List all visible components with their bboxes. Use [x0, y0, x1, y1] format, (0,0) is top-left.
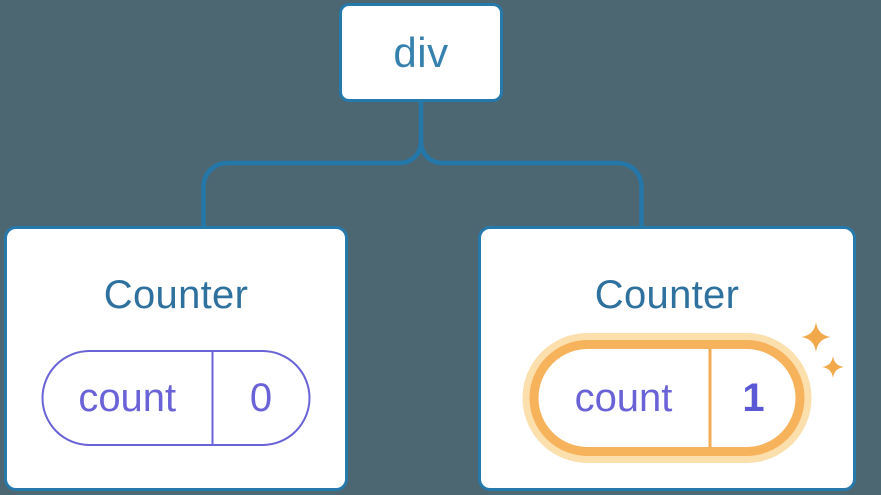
component-title: Counter	[594, 273, 740, 317]
state-value: 0	[249, 376, 273, 420]
state-key: count	[574, 376, 673, 420]
state-value: 1	[742, 376, 765, 420]
pill-divider	[211, 352, 214, 444]
sparkles-icon	[801, 322, 844, 378]
counter-card-right: Counter count 1	[478, 226, 856, 491]
root-node-label: div	[393, 28, 449, 76]
counter-card-left: Counter count 0	[4, 226, 348, 491]
root-node-div: div	[339, 3, 503, 102]
state-key: count	[78, 376, 177, 420]
state-pill-left: count 0	[41, 350, 311, 446]
pill-divider	[708, 349, 712, 447]
state-pill-highlighted: count 1	[529, 340, 805, 456]
component-title: Counter	[103, 273, 249, 317]
